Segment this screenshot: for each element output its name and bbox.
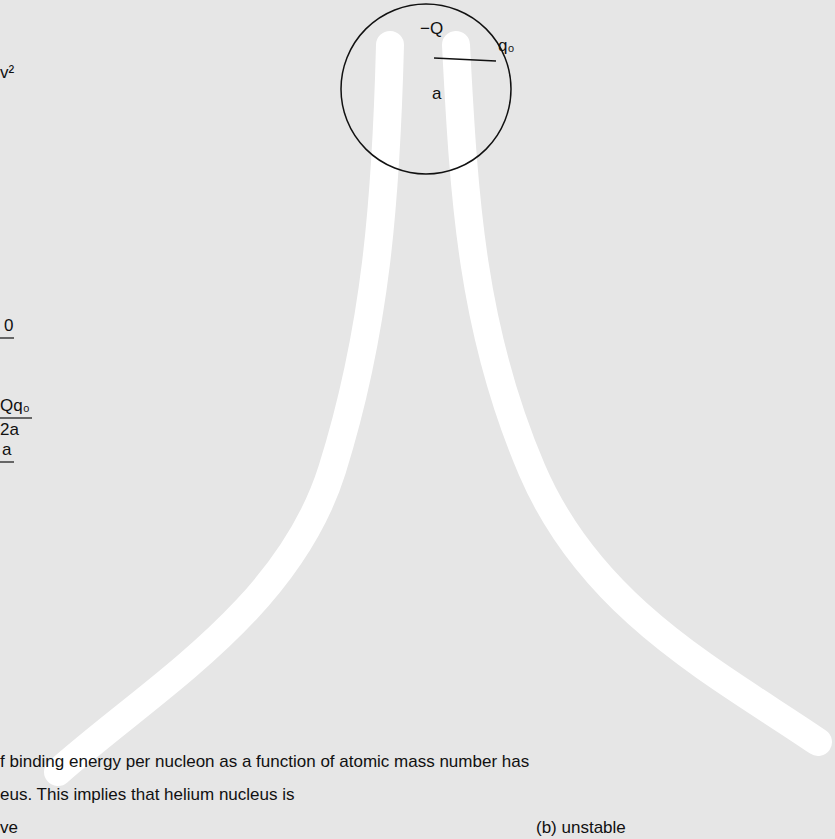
option-text: (b) unstable <box>536 818 626 838</box>
question-text: f binding energy per nucleon as a functi… <box>0 752 529 772</box>
radius-label: a <box>432 84 441 104</box>
cut-text: a <box>2 440 11 460</box>
cut-text: 2a <box>0 420 19 440</box>
fraction-bar <box>0 337 14 338</box>
white-band <box>456 45 818 742</box>
charge-label: q₀ <box>498 36 515 56</box>
question-text: eus. This implies that helium nucleus is <box>0 785 295 805</box>
charge-circle: −Q <box>340 3 512 175</box>
charge-label: −Q <box>420 19 443 39</box>
cut-text: Qq₀ <box>0 396 30 416</box>
fraction-bar <box>0 461 14 462</box>
cut-text: 0 <box>4 316 13 336</box>
cut-text: v² <box>0 63 14 83</box>
white-band <box>58 45 390 772</box>
option-text: ve <box>0 818 18 838</box>
fraction-bar <box>0 417 32 418</box>
